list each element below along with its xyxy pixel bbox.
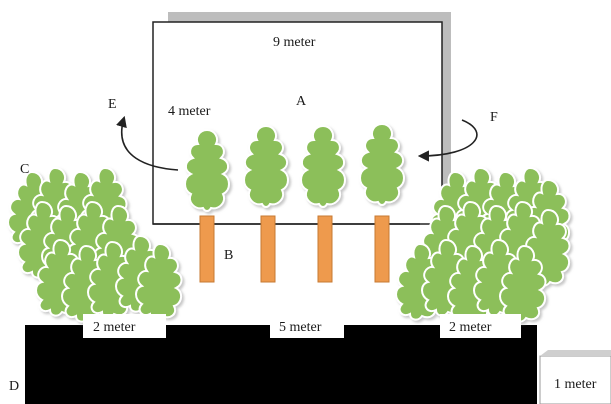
trunk-3: [317, 215, 333, 283]
center-strip-label: 5 meter: [279, 320, 322, 335]
label-b: B: [224, 248, 233, 263]
label-e: E: [108, 97, 117, 112]
left-strip-label: 2 meter: [93, 320, 136, 335]
base-step-label: 1 meter: [554, 377, 597, 392]
arrow-f: [417, 119, 478, 162]
box-width-label: 9 meter: [273, 35, 316, 50]
tree-trunks: [199, 215, 390, 283]
ground-base: [25, 325, 537, 404]
base-step-top: [540, 350, 611, 356]
trunk-4: [374, 215, 390, 283]
label-f: F: [490, 110, 498, 125]
label-a: A: [296, 94, 307, 109]
trunk-1: [199, 215, 215, 283]
box-height-label: 4 meter: [168, 104, 211, 119]
left-strip-box: [83, 314, 166, 338]
arrow-e: [116, 115, 179, 171]
right-strip-box: [440, 314, 521, 338]
label-c: C: [20, 162, 29, 177]
label-d: D: [9, 379, 19, 394]
center-strip-box: [270, 314, 344, 338]
trunk-2: [260, 215, 276, 283]
right-strip-label: 2 meter: [449, 320, 492, 335]
